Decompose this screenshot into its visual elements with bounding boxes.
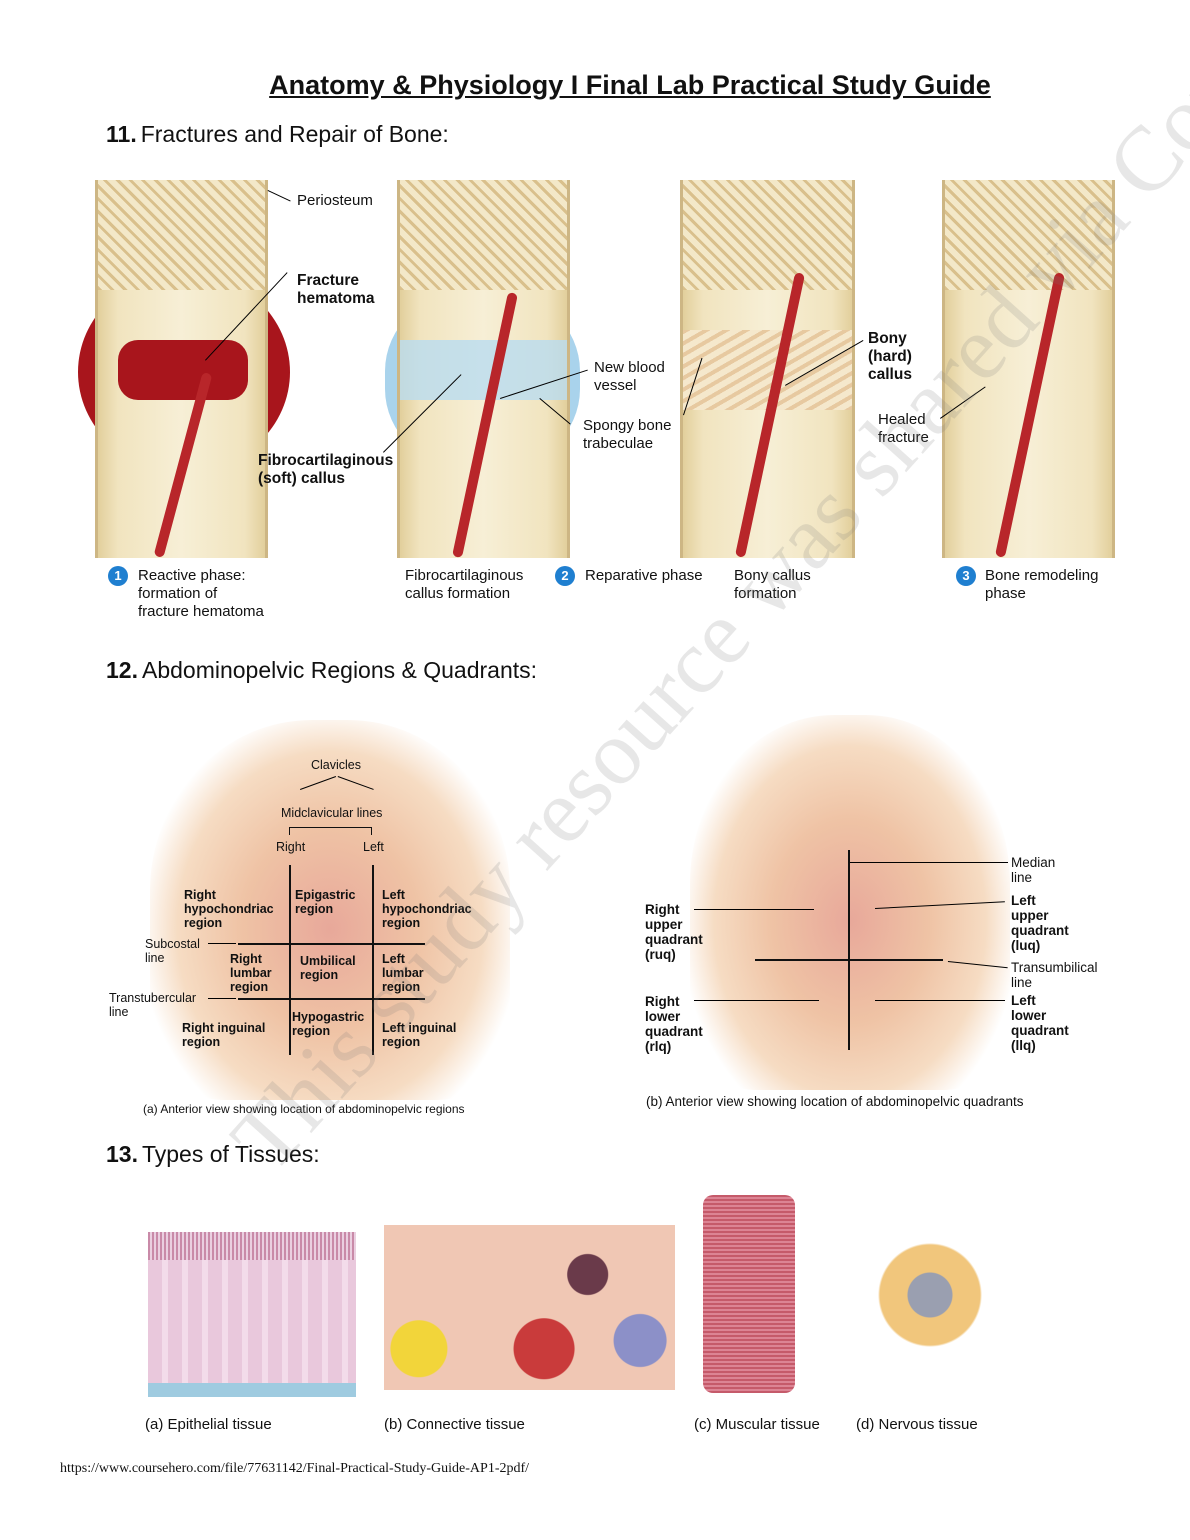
torso-image-quadrants — [690, 715, 1010, 1090]
bone-panel-2 — [397, 180, 570, 559]
step-fibrocartilaginous: Fibrocartilaginous callus formation — [405, 567, 524, 602]
step-number-3: 3 — [956, 566, 976, 586]
label-left-hypochondriac: Left hypochondriac region — [382, 888, 472, 930]
label-subcostal-line: Subcostal line — [145, 937, 200, 965]
label-midclavicular-lines: Midclavicular lines — [281, 806, 383, 820]
label-new-blood-vessel: New blood vessel — [594, 359, 665, 394]
midclavicular-bracket — [289, 827, 372, 835]
caption-nervous: (d) Nervous tissue — [856, 1416, 978, 1433]
label-periosteum: Periosteum — [297, 192, 373, 209]
label-left-lumbar: Left lumbar region — [382, 952, 424, 994]
label-clavicles: Clavicles — [311, 758, 362, 772]
label-left: Left — [363, 840, 384, 854]
label-soft-callus: (soft) callus — [258, 470, 345, 487]
bone-panel-3 — [680, 180, 855, 558]
caption-regions: (a) Anterior view showing location of ab… — [143, 1102, 465, 1116]
label-umbilical: Umbilical region — [300, 954, 356, 982]
footer-url[interactable]: https://www.coursehero.com/file/77631142… — [60, 1461, 530, 1476]
label-right-lumbar: Right lumbar region — [230, 952, 272, 994]
connective-tissue-image — [384, 1225, 675, 1390]
step-bone-remodeling: Bone remodeling phase — [985, 567, 1099, 602]
torso-image-regions — [150, 720, 510, 1100]
caption-muscular: (c) Muscular tissue — [694, 1416, 820, 1433]
step-number-2: 2 — [555, 566, 575, 586]
label-transtubercular-line: Transtubercular line — [109, 991, 197, 1019]
section-heading-fractures: 11.Fractures and Repair of Bone: — [106, 121, 449, 147]
bone-panel-4 — [942, 180, 1115, 558]
caption-epithelial: (a) Epithelial tissue — [145, 1416, 272, 1433]
nervous-tissue-image — [860, 1240, 1000, 1350]
label-transumbilical-line: Transumbilical line — [1011, 960, 1098, 990]
page-title: Anatomy & Physiology I Final Lab Practic… — [269, 70, 991, 100]
label-right: Right — [276, 840, 306, 854]
bone-panel-1 — [95, 180, 268, 559]
label-epigastric: Epigastric region — [295, 888, 356, 916]
label-ruq: Right upper quadrant (ruq) — [645, 902, 703, 962]
label-right-inguinal: Right inguinal region — [182, 1021, 266, 1049]
label-rlq: Right lower quadrant (rlq) — [645, 994, 703, 1054]
muscular-tissue-image — [703, 1195, 795, 1393]
label-bony-callus: Bony (hard) callus — [868, 330, 912, 383]
label-hypogastric: Hypogastric region — [292, 1010, 365, 1038]
label-llq: Left lower quadrant (llq) — [1011, 993, 1069, 1053]
label-healed-fracture: Healed fracture — [878, 411, 929, 446]
label-fracture-hematoma: Fracture hematoma — [297, 272, 375, 307]
step-bony-callus: Bony callus formation — [734, 567, 811, 602]
step-reparative-phase: Reparative phase — [585, 567, 703, 584]
label-median-line: Median line — [1011, 855, 1056, 885]
section-heading-tissues: 13.Types of Tissues: — [106, 1141, 320, 1167]
label-left-inguinal: Left inguinal region — [382, 1021, 457, 1049]
label-right-hypochondriac: Right hypochondriac region — [184, 888, 274, 930]
epithelial-tissue-image — [148, 1232, 356, 1397]
label-fibrocartilaginous: Fibrocartilaginous — [258, 452, 394, 469]
section-heading-abdominopelvic: 12.Abdominopelvic Regions & Quadrants: — [106, 657, 538, 683]
step-reactive-phase: Reactive phase: formation of fracture he… — [138, 567, 264, 620]
caption-connective: (b) Connective tissue — [384, 1416, 525, 1433]
label-luq: Left upper quadrant (luq) — [1011, 893, 1069, 953]
step-number-1: 1 — [108, 566, 128, 586]
label-spongy-bone: Spongy bone trabeculae — [583, 417, 672, 452]
caption-quadrants: (b) Anterior view showing location of ab… — [646, 1094, 1024, 1109]
